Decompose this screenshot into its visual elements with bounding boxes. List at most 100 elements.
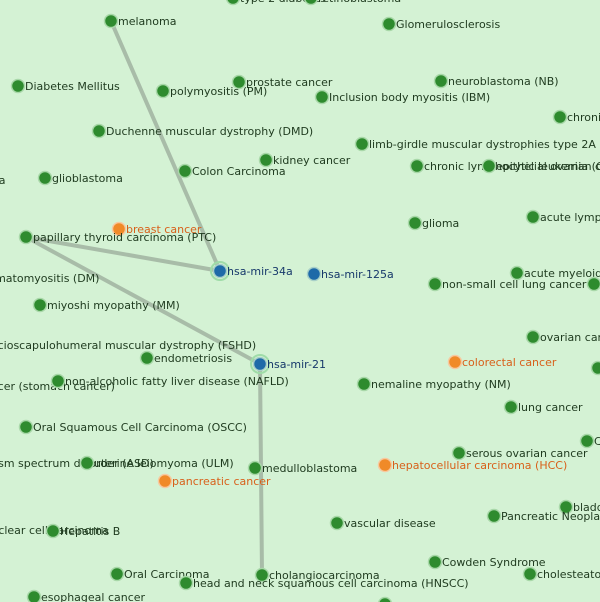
disease-node-d53[interactable]: cholesteato: [522, 566, 600, 582]
disease-node-d33[interactable]: non-alcoholic fatty liver disease (NAFLD…: [50, 373, 289, 389]
disease-node-d21[interactable]: papillary thyroid carcinoma (PTC): [18, 229, 217, 245]
disease-node-d42[interactable]: hepatocellular carcinoma (HCC): [377, 457, 568, 473]
node-dot: [354, 136, 370, 152]
disease-node-d26[interactable]: miyoshi myopathy (MM): [32, 297, 180, 313]
node-dot: [378, 596, 392, 602]
node-dot: [590, 360, 600, 376]
disease-node-d0[interactable]: type 2 diabetes: [226, 0, 327, 6]
mirna-node-m21[interactable]: hsa-mir-21: [250, 354, 326, 374]
disease-node-d40[interactable]: serous ovarian cancer: [451, 445, 589, 461]
disease-node-d12[interactable]: kidney cancer: [258, 152, 351, 168]
disease-node-d29[interactable]: endometriosis: [139, 350, 233, 366]
disease-node-d34[interactable]: nemaline myopathy (NM): [356, 376, 511, 392]
node-label: Pancreatic Neoplas: [501, 510, 600, 523]
disease-node-d2[interactable]: melanoma: [103, 13, 177, 29]
disease-node-d51[interactable]: cholangiocarcinoma: [254, 567, 380, 583]
node-label: Oral Squamous Cell Carcinoma (OSCC): [33, 421, 247, 434]
disease-node-d1[interactable]: retinoblastoma: [304, 0, 402, 6]
node-label: type 2 diabetes: [240, 0, 326, 5]
disease-node-d36[interactable]: Oral Squamous Cell Carcinoma (OSCC): [18, 419, 247, 435]
mirna-node-m125a[interactable]: hsa-mir-125a: [306, 266, 394, 282]
node-label: vascular disease: [344, 517, 436, 530]
node-dot: [254, 567, 270, 583]
disease-node-d4[interactable]: Diabetes Mellitus: [10, 78, 121, 94]
node-label: kidney cancer: [273, 154, 351, 167]
node-label: prostate cancer: [246, 76, 333, 89]
node-label: limb-girdle muscular dystrophies type 2A…: [369, 138, 600, 151]
node-label: hsa-mir-34a: [227, 265, 293, 278]
node-dot: [177, 163, 193, 179]
disease-node-d5[interactable]: prostate cancer: [231, 74, 333, 90]
disease-node-d19[interactable]: glioma: [407, 215, 460, 231]
disease-node-d16[interactable]: melanoma: [0, 174, 5, 188]
disease-node-d31[interactable]: [590, 360, 600, 376]
node-dot: [304, 0, 318, 6]
disease-node-d3[interactable]: Glomerulosclerosis: [381, 16, 501, 32]
node-label: Cowden Syndrome: [442, 556, 546, 569]
disease-node-d48[interactable]: Hepatitis B: [45, 523, 121, 539]
disease-node-d10[interactable]: Duchenne muscular dystrophy (DMD): [91, 123, 314, 139]
node-dot: [427, 276, 443, 292]
node-label: cholesteato: [537, 568, 600, 581]
node-dot: [433, 73, 449, 89]
disease-node-d9[interactable]: chronic: [552, 109, 600, 125]
node-label: colorectal cancer: [462, 356, 557, 369]
node-label: C: [594, 435, 600, 448]
disease-node-d46[interactable]: vascular disease: [329, 515, 436, 531]
disease-node-d11[interactable]: limb-girdle muscular dystrophies type 2A…: [354, 136, 600, 152]
disease-node-d49[interactable]: Cowden Syndrome: [427, 554, 546, 570]
disease-node-d22[interactable]: acute myeloid l: [509, 265, 600, 281]
node-label: Hepatitis B: [60, 525, 120, 538]
disease-node-d27[interactable]: ovarian can: [525, 329, 600, 345]
disease-node-d55[interactable]: [378, 596, 392, 602]
disease-node-d7[interactable]: polymyositis (PM): [155, 83, 268, 99]
node-dot: [407, 215, 423, 231]
disease-node-d35[interactable]: lung cancer: [503, 399, 584, 415]
node-dot: [258, 152, 274, 168]
disease-node-d38[interactable]: autism spectrum disorder (ASD): [0, 457, 154, 471]
disease-node-d17[interactable]: glioblastoma: [37, 170, 123, 186]
disease-node-d25[interactable]: dermatomyositis (DM): [0, 272, 99, 286]
node-label: ovarian can: [540, 331, 600, 344]
disease-node-d37[interactable]: C: [579, 433, 600, 449]
node-label: non-alcoholic fatty liver disease (NAFLD…: [65, 375, 289, 388]
node-label: endometriosis: [154, 352, 232, 365]
node-label: miyoshi myopathy (MM): [47, 299, 180, 312]
disease-node-d54[interactable]: esophageal cancer: [26, 589, 146, 602]
node-dot: [50, 373, 66, 389]
node-label: Glomerulosclerosis: [396, 18, 500, 31]
node-label: uterine leiomyoma (ULM): [94, 457, 234, 470]
disease-node-d45[interactable]: Pancreatic Neoplas: [486, 508, 600, 524]
disease-node-d15[interactable]: Colon Carcinoma: [177, 163, 286, 179]
node-dot: [552, 109, 568, 125]
disease-node-d23[interactable]: non-small cell lung cancer (N: [427, 276, 600, 292]
disease-node-d6[interactable]: neuroblastoma (NB): [433, 73, 559, 89]
disease-node-d41[interactable]: medulloblastoma: [247, 460, 358, 476]
node-label: hsa-mir-125a: [321, 268, 394, 281]
node-dot: [18, 229, 34, 245]
disease-node-d30[interactable]: colorectal cancer: [447, 354, 557, 370]
disease-node-d28[interactable]: facioscapulohumeral muscular dystrophy (…: [0, 339, 256, 353]
node-label: melanoma: [0, 174, 5, 187]
node-label: papillary thyroid carcinoma (PTC): [33, 231, 216, 244]
node-dot: [45, 523, 61, 539]
node-label: Duchenne muscular dystrophy (DMD): [106, 125, 313, 138]
disease-node-d18[interactable]: acute lymph: [525, 209, 600, 225]
disease-node-d44[interactable]: bladd: [558, 499, 600, 515]
disease-node-d20[interactable]: breast cancer: [111, 221, 202, 237]
disease-node-d8[interactable]: Inclusion body myositis (IBM): [314, 89, 491, 105]
disease-node-d24[interactable]: [586, 276, 600, 292]
disease-node-d43[interactable]: pancreatic cancer: [157, 473, 272, 489]
selection-halo: [250, 354, 270, 374]
node-label: glioblastoma: [52, 172, 123, 185]
node-label: chronic lymphocytic leukemia (CLL): [424, 160, 600, 173]
mirna-node-m34a[interactable]: hsa-mir-34a: [210, 261, 293, 281]
disease-node-d52[interactable]: head and neck squamous cell carcinoma (H…: [178, 575, 469, 591]
disease-node-d39[interactable]: uterine leiomyoma (ULM): [79, 455, 234, 471]
node-label: melanoma: [118, 15, 176, 28]
disease-node-d13[interactable]: chronic lymphocytic leukemia (CLL): [409, 158, 600, 174]
disease-node-d14[interactable]: epithelial ovarian cancer: [481, 158, 600, 174]
node-dot: [314, 89, 330, 105]
